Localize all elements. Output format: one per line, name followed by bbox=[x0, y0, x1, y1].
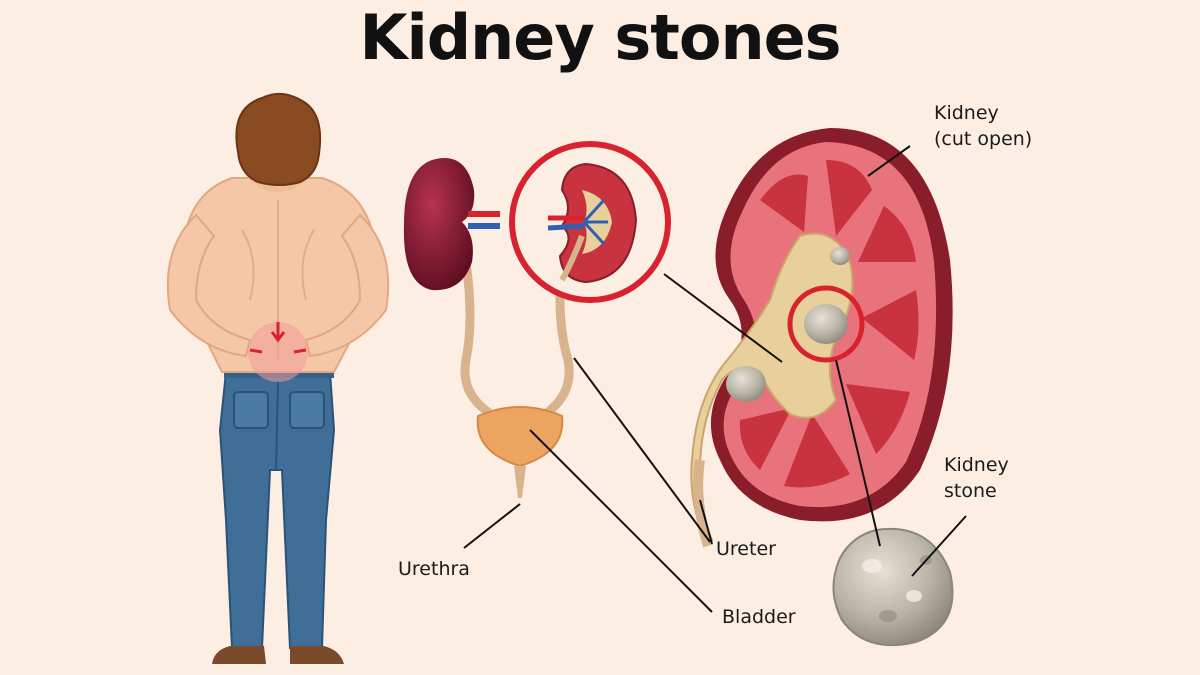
stone-left bbox=[726, 366, 766, 402]
left-arm bbox=[166, 213, 252, 358]
person-back-view bbox=[166, 92, 390, 664]
line-ureter-b bbox=[699, 499, 713, 545]
label-kidney-stone-line1: Kidney bbox=[944, 454, 1009, 476]
label-kidney-cut-line1: Kidney bbox=[934, 102, 999, 124]
line-bladder bbox=[529, 429, 713, 613]
line-kidney-cut bbox=[867, 145, 911, 177]
line-ureter-a bbox=[573, 357, 711, 543]
kidney-external bbox=[403, 158, 475, 291]
connector-lines bbox=[463, 145, 967, 613]
jeans bbox=[218, 371, 336, 649]
cut-kidney-detail bbox=[509, 141, 671, 303]
label-ureter: Ureter bbox=[716, 538, 776, 560]
right-arm bbox=[304, 213, 390, 358]
enlarged-kidney-stone bbox=[832, 528, 954, 647]
label-kidney-cut-open: Kidney (cut open) bbox=[934, 100, 1032, 152]
pain-area bbox=[248, 322, 308, 382]
stone-small-top bbox=[830, 247, 850, 265]
shoe-left bbox=[212, 646, 266, 664]
label-kidney-stone: Kidney stone bbox=[944, 452, 1009, 504]
back-pocket-left bbox=[233, 391, 269, 429]
stone-highlight-ring bbox=[787, 285, 865, 363]
label-urethra: Urethra bbox=[398, 558, 470, 580]
stone-center bbox=[804, 304, 848, 344]
line-detail-zoom bbox=[663, 273, 783, 363]
label-kidney-cut-line2: (cut open) bbox=[934, 128, 1033, 150]
large-kidney-cut-open bbox=[690, 128, 953, 548]
pain-arrow-icon bbox=[270, 322, 286, 343]
hair bbox=[235, 92, 322, 186]
label-bladder: Bladder bbox=[722, 606, 796, 628]
line-kidney-stone bbox=[911, 515, 967, 577]
urethra-tube bbox=[514, 466, 526, 498]
ureter-left bbox=[460, 257, 493, 417]
page-title: Kidney stones bbox=[359, 1, 841, 74]
shoe-right bbox=[290, 646, 344, 664]
bladder-shape bbox=[476, 406, 564, 468]
label-kidney-stone-line2: stone bbox=[944, 480, 997, 502]
line-stone-zoom bbox=[835, 359, 881, 547]
line-urethra bbox=[463, 503, 521, 549]
back-pocket-right bbox=[289, 391, 325, 429]
